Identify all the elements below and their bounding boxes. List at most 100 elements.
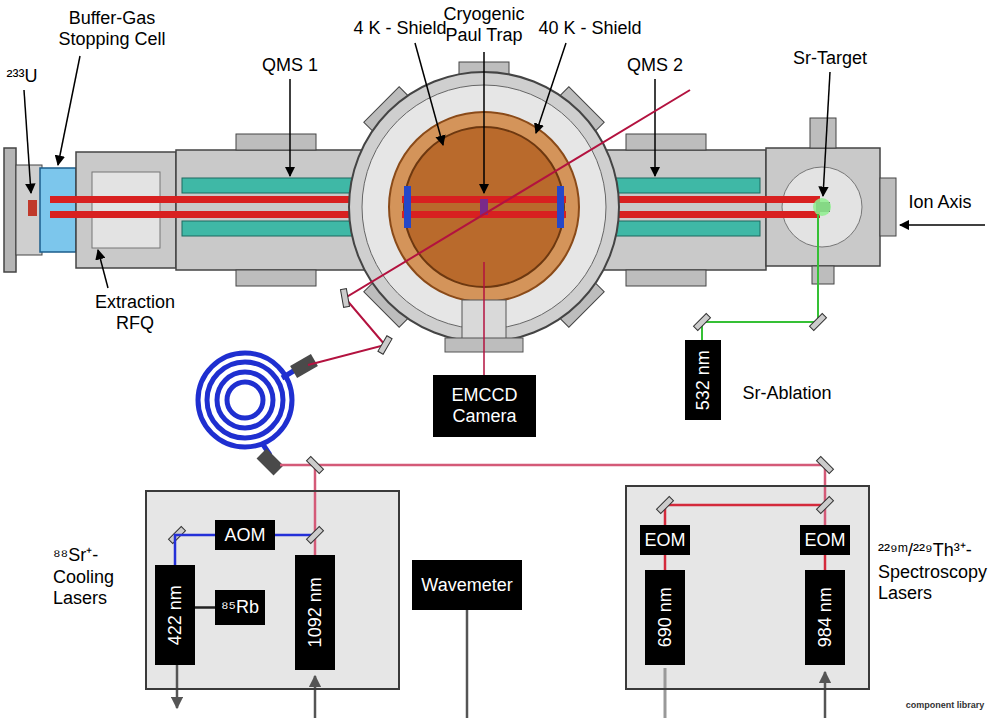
box-text: AOM: [224, 525, 265, 546]
part-label: Sr-Target: [780, 48, 880, 69]
laser-box: 532 nm: [685, 340, 721, 420]
flange: [626, 270, 706, 286]
laser-beam: [308, 90, 690, 365]
fiber-coupler: [290, 354, 318, 378]
beam-connector: [664, 555, 667, 570]
part-label: Ion Axis: [895, 192, 985, 213]
endcap-electrode: [404, 186, 411, 228]
fiber-coil: [198, 353, 292, 447]
stopping-cell: [40, 168, 76, 252]
part-label: Buffer-Gas Stopping Cell: [47, 8, 177, 49]
fiber-coupler: [257, 449, 284, 476]
leader-arrow: [58, 56, 80, 165]
endcap-electrode: [557, 186, 564, 228]
output-arrow: [176, 665, 179, 708]
beam-connector: [195, 606, 215, 609]
mirror: [340, 289, 349, 308]
mirror: [307, 457, 324, 474]
part-label: ²³³U: [0, 66, 44, 87]
leader-arrow: [654, 79, 656, 176]
part-label: QMS 1: [250, 55, 330, 76]
box-text: EOM: [804, 530, 845, 551]
wavelength-label: 422 nm: [165, 585, 186, 645]
panel-heading: ⁸⁸Sr⁺-Cooling Lasers: [53, 545, 139, 610]
beam-connector: [824, 555, 827, 570]
mirror: [817, 457, 834, 474]
ablation-beam: [702, 214, 818, 340]
uranium-source: [28, 200, 37, 216]
mirror: [810, 314, 827, 331]
laser-box: 690 nm: [645, 570, 685, 665]
part-label: 4 K - Shield: [340, 18, 460, 39]
laser-box: 1092 nm: [295, 555, 335, 670]
ion-guide-rod: [50, 211, 400, 218]
target-chamber: [766, 148, 880, 266]
laser-box: 984 nm: [805, 570, 845, 665]
laser-panel: ⁸⁸Sr⁺-Cooling LasersAOM422 nm⁸⁵Rb1092 nm: [145, 490, 400, 690]
box-text: EOM: [644, 530, 685, 551]
mirror: [817, 497, 834, 514]
port: [812, 266, 834, 284]
laser-beam: [665, 505, 825, 525]
part-label: QMS 2: [615, 55, 695, 76]
ablation-plume: [813, 198, 831, 216]
panel-heading: ²²⁹ᵐ/²²⁹Th³⁺-Spectroscopy Lasers: [878, 540, 995, 605]
leader-arrow: [415, 43, 443, 145]
ion-guide-rod: [50, 196, 400, 203]
leader-arrow: [823, 72, 830, 196]
input-line: [664, 668, 667, 718]
part-label: 40 K - Shield: [532, 18, 648, 39]
part-label: Extraction RFQ: [80, 292, 190, 333]
rfq-chamber: [76, 152, 176, 268]
port: [810, 118, 836, 148]
beam-connector: [175, 535, 215, 565]
wavelength-label: 984 nm: [815, 587, 836, 647]
wavelength-label: 1092 nm: [305, 577, 326, 647]
imaging-path: [483, 262, 485, 375]
panel-fill: [145, 490, 400, 690]
modulator-box: EOM: [800, 525, 850, 555]
fiber-coil: [227, 382, 263, 418]
modulator-box: EOM: [640, 525, 690, 555]
box-text: EMCCD Camera: [433, 385, 536, 426]
mirror: [694, 314, 711, 331]
fiber-coil: [207, 362, 283, 438]
leader-arrow: [289, 79, 291, 176]
mirror: [657, 497, 674, 514]
wavemeter-box: Wavemeter: [412, 560, 522, 610]
mirror: [307, 527, 324, 544]
panel-fill: [625, 485, 870, 690]
source-holder: [16, 165, 42, 255]
part-label: Cryogenic Paul Trap: [429, 4, 539, 45]
port: [880, 178, 896, 236]
leader-arrow: [24, 90, 31, 193]
leader-arrow: [536, 43, 566, 133]
laser-panel: ²²⁹ᵐ/²²⁹Th³⁺-Spectroscopy LasersEOMEOM69…: [625, 485, 870, 690]
target-chamber-inner: [782, 167, 862, 247]
leader-arrow: [483, 52, 485, 193]
part-label: Sr-Ablation: [732, 383, 842, 404]
laser-box: 422 nm: [155, 565, 195, 665]
mirror: [378, 336, 392, 355]
flange: [626, 134, 706, 150]
leader-arrow: [98, 250, 108, 288]
camera-box: EMCCD Camera: [433, 375, 536, 437]
wavelength-label: 532 nm: [693, 350, 714, 410]
rfq-chamber-inner: [92, 172, 160, 248]
modulator-box: AOM: [215, 520, 275, 550]
laser-beam: [275, 534, 315, 537]
fiber-coil: [217, 372, 273, 428]
flange: [236, 134, 316, 150]
reference-cell-box: ⁸⁵Rb: [215, 590, 265, 625]
ion-axis-arrow: [900, 224, 985, 226]
laser-beam: [314, 465, 317, 555]
wavemeter-line: [466, 610, 469, 718]
watermark: component library: [897, 700, 993, 710]
box-text: Wavemeter: [421, 575, 512, 596]
flange: [236, 270, 316, 286]
input-arrow: [314, 676, 317, 718]
box-text: ⁸⁵Rb: [221, 597, 259, 618]
